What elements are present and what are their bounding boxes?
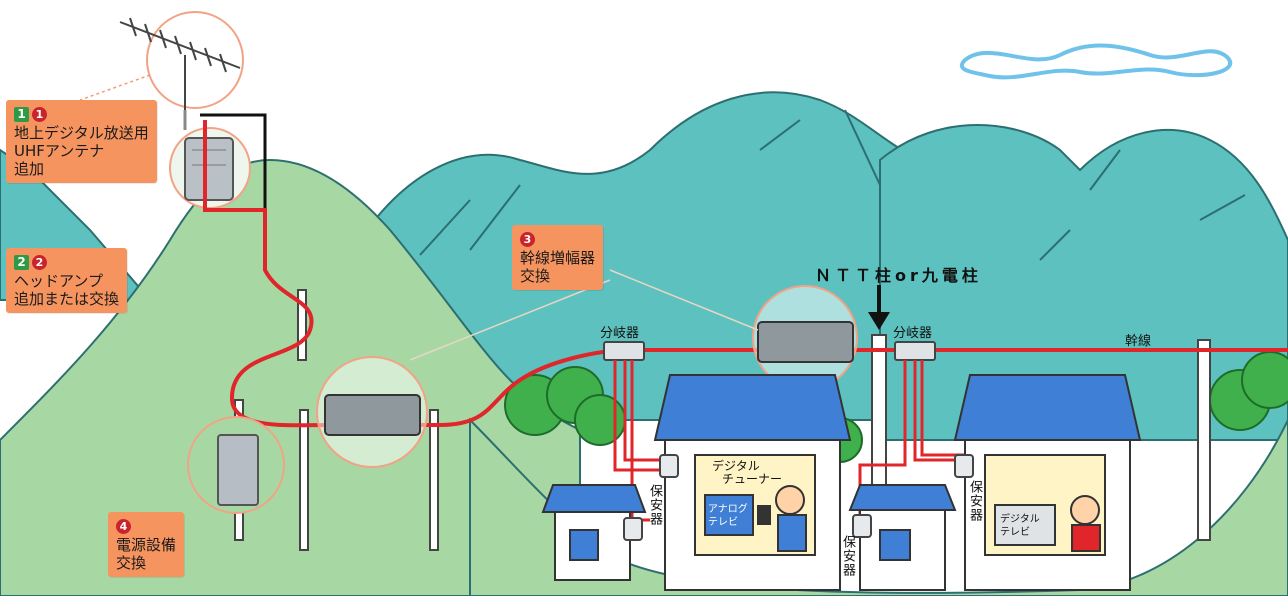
trunk-amp-icon-left bbox=[324, 394, 421, 436]
analog-tv-label: アナログ テレビ bbox=[708, 503, 748, 529]
callout-antenna-line2: UHFアンテナ bbox=[14, 142, 105, 160]
callout-trunk-amp-line1: 幹線増幅器 bbox=[520, 249, 596, 267]
splitter-left-label: 分岐器 bbox=[600, 326, 640, 341]
callout-power-line2: 交換 bbox=[116, 554, 147, 572]
protector-label-c: 保安器 bbox=[967, 480, 982, 522]
power-supply-icon bbox=[217, 434, 259, 506]
house-small-right bbox=[848, 484, 957, 591]
callout-antenna-line3: 追加 bbox=[14, 160, 45, 178]
callout-antenna-line1: 地上デジタル放送用 bbox=[14, 124, 149, 142]
protector-label-b: 保安器 bbox=[840, 535, 855, 577]
house-big-left bbox=[653, 374, 852, 591]
tuner-label-line1: デジタル bbox=[712, 459, 760, 473]
callout-trunk-amp: 3 幹線増幅器 交換 bbox=[512, 225, 604, 290]
house-big-right bbox=[953, 374, 1142, 591]
protector-icons bbox=[623, 454, 974, 541]
splitter-right-label: 分岐器 bbox=[893, 326, 933, 341]
uhf-antenna-icon bbox=[119, 17, 241, 110]
down-arrow-icon bbox=[868, 312, 890, 330]
digital-tv-label: デジタル テレビ bbox=[1000, 513, 1040, 539]
step-badge-circle: 4 bbox=[116, 519, 131, 534]
splitter-right-icon bbox=[894, 341, 936, 361]
tuner-label: デジタル チューナー bbox=[712, 460, 782, 486]
callout-power-line1: 電源設備 bbox=[116, 536, 177, 554]
callout-power: 4 電源設備 交換 bbox=[108, 512, 185, 577]
trunk-line-label: 幹線 bbox=[1125, 334, 1152, 349]
step-badge-circle: 1 bbox=[32, 107, 47, 122]
callout-trunk-amp-line2: 交換 bbox=[520, 267, 551, 285]
analog-tv-label-line1: アナログ bbox=[708, 504, 748, 515]
ntt-pole-label: ＮＴＴ柱or九電柱 bbox=[815, 266, 982, 285]
headamp-box-icon bbox=[184, 137, 234, 201]
callout-headamp-line1: ヘッドアンプ bbox=[14, 272, 103, 290]
step-badge-square: 1 bbox=[14, 107, 29, 122]
step-badge-circle: 2 bbox=[32, 255, 47, 270]
trunk-amp-icon-right bbox=[757, 321, 854, 363]
cloud bbox=[959, 43, 1233, 80]
bushes bbox=[504, 351, 1288, 463]
analog-tv-label-line2: テレビ bbox=[708, 517, 738, 528]
digital-tv-label-line1: デジタル bbox=[1000, 514, 1040, 525]
splitter-left-icon bbox=[603, 341, 645, 361]
digital-tv-label-line2: テレビ bbox=[1000, 527, 1030, 538]
step-badge-circle: 3 bbox=[520, 232, 535, 247]
step-badge-square: 2 bbox=[14, 255, 29, 270]
tuner-label-line2: チューナー bbox=[722, 472, 783, 486]
protector-label-a: 保安器 bbox=[647, 484, 662, 526]
callout-headamp-line2: 追加または交換 bbox=[14, 290, 120, 308]
house-small-left bbox=[541, 484, 647, 581]
